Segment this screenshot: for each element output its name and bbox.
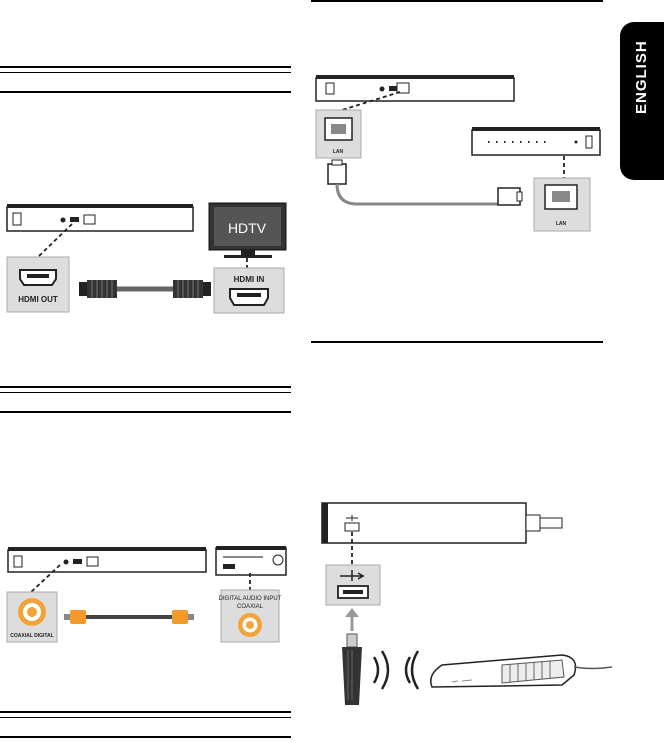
hdmi-out-label: HDMI OUT [18,295,58,304]
player-lan-jack: LAN [315,109,362,159]
router [471,127,601,156]
coaxial-in-label-1: DIGITAL AUDIO INPUT [219,596,282,602]
player-unit [6,204,194,232]
section-rule-top [0,711,291,713]
usb-port [325,564,381,606]
wireless-waves [372,650,420,690]
section-rule [0,72,291,73]
section-rule [0,736,291,738]
section-rule [0,717,291,718]
section-rule [0,411,291,413]
coaxial-cable [64,610,194,624]
coaxial-in-label-2: COAXIAL [237,604,264,610]
coaxial-connection-diagram: COAXIAL DIGITAL DIGITAL AUDIO INPUT COAX… [6,546,287,643]
hdmi-connection-diagram: HDMI OUT HDTV HDMI IN [6,202,287,314]
hdmi-out-jack: HDMI OUT [6,256,70,313]
section-rule-top [0,386,291,388]
hdtv-label: HDTV [228,220,267,236]
router-lan-label: LAN [556,221,567,227]
usb-connection-diagram [321,502,612,705]
wireless-router [430,654,612,688]
coaxial-out-label: COAXIAL DIGITAL [10,633,53,639]
lan-cable [327,159,523,206]
player-unit-side [321,502,563,544]
player-unit [7,547,207,573]
hdtv: HDTV [208,202,287,258]
player-lan-label: LAN [333,149,344,155]
section-rule-top [311,341,603,343]
hdmi-in-label: HDMI IN [234,275,265,284]
player-unit [315,75,515,102]
insert-arrow [345,608,359,631]
language-tab-label: ENGLISH [633,40,650,114]
lan-connection-diagram: LAN LAN [315,75,601,232]
section-rule-top [311,0,603,2]
wireless-adapter [342,633,362,705]
section-rule [0,392,291,393]
section-rule-top [0,66,291,68]
coaxial-in-jack: DIGITAL AUDIO INPUT COAXIAL [219,589,282,643]
hdmi-in-jack: HDMI IN [213,267,285,314]
router-lan-jack: LAN [533,177,591,232]
section-rule [0,91,291,93]
av-receiver [215,546,287,576]
coaxial-out-jack: COAXIAL DIGITAL [6,591,58,643]
hdmi-cable [79,280,211,298]
language-side-tab: ENGLISH [620,22,664,180]
